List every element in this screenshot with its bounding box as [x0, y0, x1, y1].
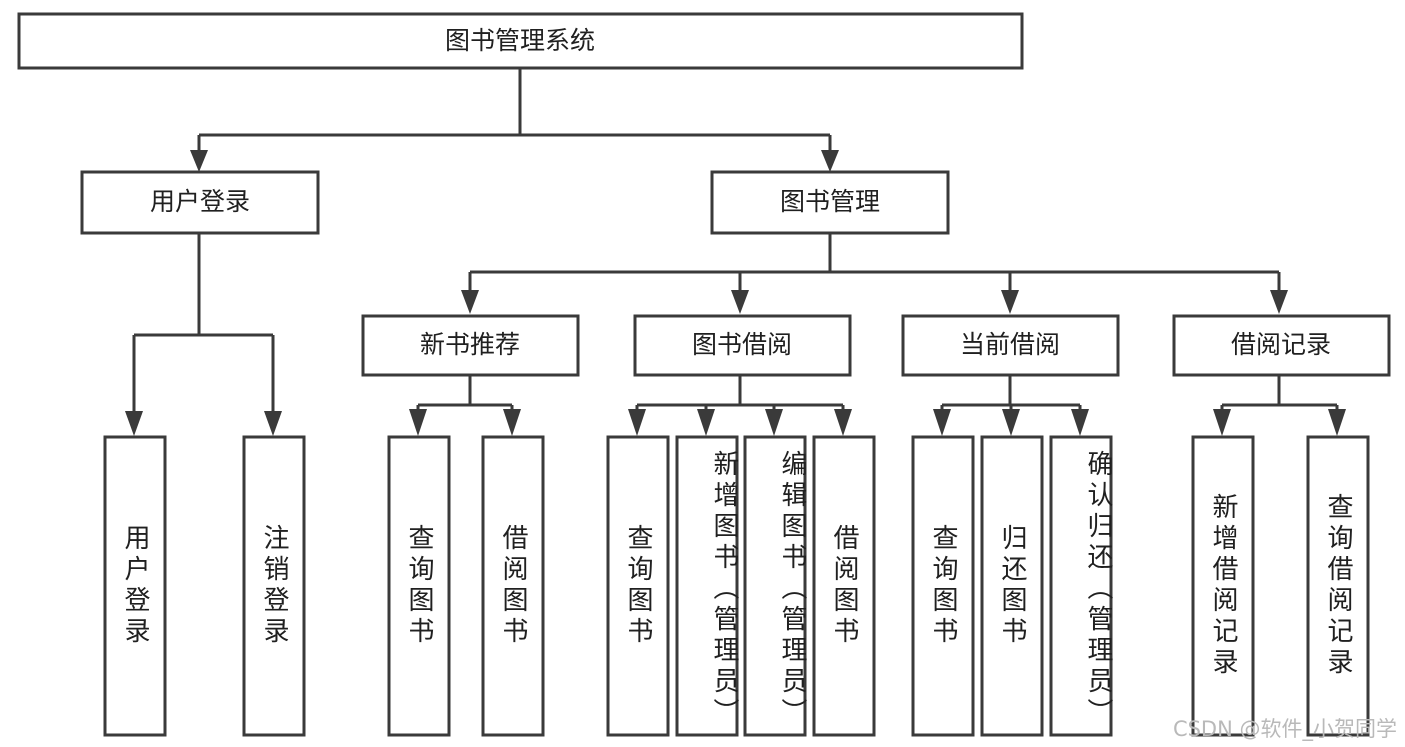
node-current-borrow-box[interactable]: [901, 314, 1120, 377]
arrow-head-cb-leaf-2: [1002, 409, 1020, 436]
arrow-head-root-to-user-login: [190, 150, 208, 172]
arrow-head-to-book-borrow: [731, 290, 749, 314]
arrow-head-cb-leaf-1: [933, 409, 951, 436]
connector-group-book-mgmt: [461, 233, 1288, 314]
connector-group-new-book-rec: [409, 375, 521, 436]
leaf-box-query-book-3[interactable]: [911, 435, 975, 737]
node-book-management-label: 图书管理: [780, 187, 880, 216]
arrow-head-bb-leaf-2: [697, 409, 715, 436]
arrow-head-to-new-book-rec: [461, 290, 479, 314]
arrow-head-root-to-book-mgmt: [821, 150, 839, 172]
leaf-box-add-borrow-record[interactable]: [1191, 435, 1255, 737]
node-book-management-box[interactable]: [710, 170, 950, 235]
arrow-head-br-leaf-1: [1213, 409, 1231, 436]
node-current-borrow-label: 当前借阅: [960, 330, 1060, 359]
arrow-head-cb-leaf-3: [1071, 409, 1089, 436]
node-user-login[interactable]: 用户登录: [80, 170, 320, 235]
node-root-book-management-system[interactable]: 图书管理系统: [17, 12, 1024, 70]
leaf-box-borrow-book-1[interactable]: [481, 435, 545, 737]
node-new-book-recommend[interactable]: 新书推荐: [361, 314, 580, 377]
connector-group-borrow-record: [1213, 375, 1346, 436]
arrow-head-bb-leaf-4: [834, 409, 852, 436]
leaf-box-return-book[interactable]: [980, 435, 1044, 737]
leaf-box-query-book-2[interactable]: [606, 435, 670, 737]
arrow-head-br-leaf-2: [1328, 409, 1346, 436]
node-borrow-record[interactable]: 借阅记录: [1172, 314, 1391, 377]
connector-group-root: [190, 68, 839, 172]
arrow-head-bb-leaf-3: [765, 409, 783, 436]
arrow-head-to-borrow-record: [1270, 290, 1288, 314]
connector-group-book-borrow: [628, 375, 852, 436]
leaf-box-borrow-book-2[interactable]: [812, 435, 876, 737]
node-borrow-record-box[interactable]: [1172, 314, 1391, 377]
arrow-head-to-leaf-logout: [264, 411, 282, 436]
connector-group-user-login: [125, 233, 282, 436]
node-book-borrow-box[interactable]: [633, 314, 852, 377]
node-root-label: 图书管理系统: [445, 26, 595, 55]
leaf-box-add-book-admin[interactable]: [675, 435, 739, 737]
node-book-borrow[interactable]: 图书借阅: [633, 314, 852, 377]
leaf-box-logout[interactable]: [242, 435, 306, 737]
leaf-box-query-book-1[interactable]: [387, 435, 451, 737]
node-book-borrow-label: 图书借阅: [692, 330, 792, 359]
connector-group-current-borrow: [933, 375, 1089, 436]
arrow-head-nbr-leaf-1: [409, 409, 427, 436]
arrow-head-to-leaf-user-login: [125, 411, 143, 436]
node-new-book-recommend-box[interactable]: [361, 314, 580, 377]
arrow-head-to-current-borrow: [1001, 290, 1019, 314]
node-new-book-recommend-label: 新书推荐: [420, 330, 520, 359]
node-root-box[interactable]: [17, 12, 1024, 70]
leaf-box-confirm-return-admin[interactable]: [1049, 435, 1113, 737]
arrow-head-bb-leaf-1: [628, 409, 646, 436]
node-borrow-record-label: 借阅记录: [1231, 330, 1331, 359]
arrow-head-nbr-leaf-2: [503, 409, 521, 436]
node-book-management[interactable]: 图书管理: [710, 170, 950, 235]
watermark-text: CSDN @软件_小贺同学: [1172, 717, 1397, 741]
leaf-box-edit-book-admin[interactable]: [743, 435, 807, 737]
node-current-borrow[interactable]: 当前借阅: [901, 314, 1120, 377]
node-user-login-box[interactable]: [80, 170, 320, 235]
node-user-login-label: 用户登录: [150, 187, 250, 216]
leaf-box-user-login[interactable]: [103, 435, 167, 737]
leaf-box-query-borrow-record[interactable]: [1306, 435, 1370, 737]
